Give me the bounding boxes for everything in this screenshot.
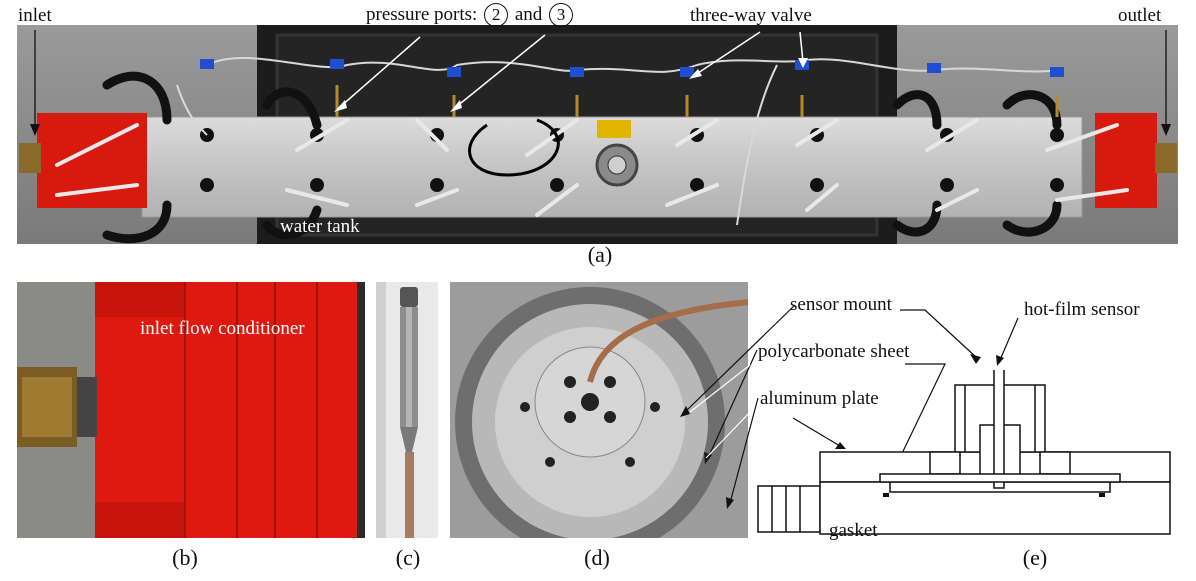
water-tank-label: water tank	[280, 216, 360, 237]
aluminum-plate-label: aluminum plate	[760, 388, 879, 409]
pressure-ports-prefix: pressure ports:	[366, 4, 478, 25]
caption-e: (e)	[1022, 545, 1048, 570]
caption-d: (d)	[584, 545, 610, 570]
and-word: and	[514, 4, 543, 25]
gasket-label: gasket	[829, 520, 878, 541]
port-2-marker: 2	[484, 3, 509, 27]
photo-d-sensor-mount	[450, 282, 748, 538]
caption-b: (b)	[172, 545, 198, 570]
photo-b-inlet-conditioner	[17, 282, 365, 538]
channel-photo-illustration	[17, 25, 1178, 244]
sensor-mount-illustration	[450, 282, 748, 538]
photo-c-hot-film-probe	[376, 282, 438, 538]
port-3-marker: 3	[549, 3, 574, 27]
outlet-label: outlet	[1118, 5, 1162, 26]
hot-film-sensor-label: hot-film sensor	[1024, 299, 1140, 320]
panel-a-arrows	[30, 30, 1171, 136]
caption-a: (a)	[587, 242, 613, 267]
caption-c: (c)	[395, 545, 421, 570]
photo-a-channel-overview	[17, 25, 1178, 244]
inlet-label: inlet	[18, 5, 52, 26]
inlet-flow-conditioner-label: inlet flow conditioner	[140, 318, 305, 339]
polycarbonate-sheet-label: polycarbonate sheet	[758, 341, 910, 362]
cross-section-schematic	[757, 370, 1171, 535]
three-way-valve-label: three-way valve	[690, 5, 812, 26]
probe-illustration	[376, 282, 438, 538]
pressure-ports-label: pressure ports: 2 and 3	[366, 3, 575, 27]
sensor-mount-label: sensor mount	[790, 294, 892, 315]
inlet-conditioner-illustration	[17, 282, 365, 538]
